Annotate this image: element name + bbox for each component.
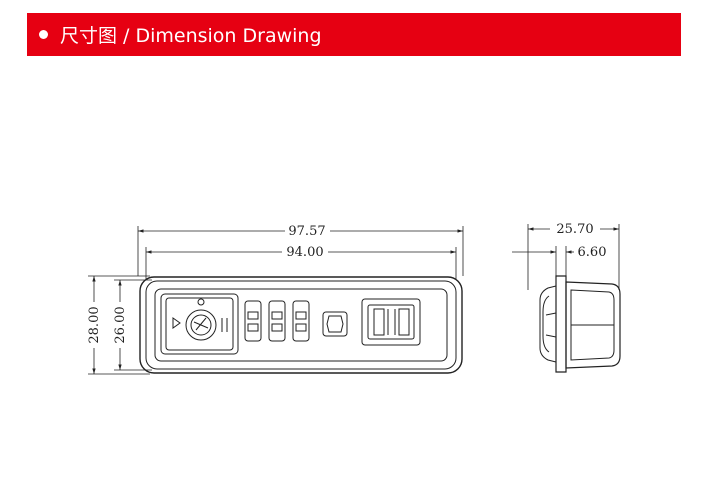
dim-inner-height: 26.00 [113, 306, 128, 343]
dim-flange-depth: 6.60 [578, 245, 607, 260]
front-view [88, 226, 464, 375]
dim-overall-width: 97.57 [288, 224, 325, 239]
dim-overall-depth: 25.70 [556, 222, 593, 237]
side-view [512, 224, 621, 373]
dim-overall-height: 28.00 [87, 306, 102, 343]
bullet-dot-icon [39, 30, 48, 39]
section-header: 尺寸图 / Dimension Drawing [27, 13, 681, 56]
section-title: 尺寸图 / Dimension Drawing [60, 25, 322, 47]
dim-inner-width: 94.00 [286, 245, 323, 260]
